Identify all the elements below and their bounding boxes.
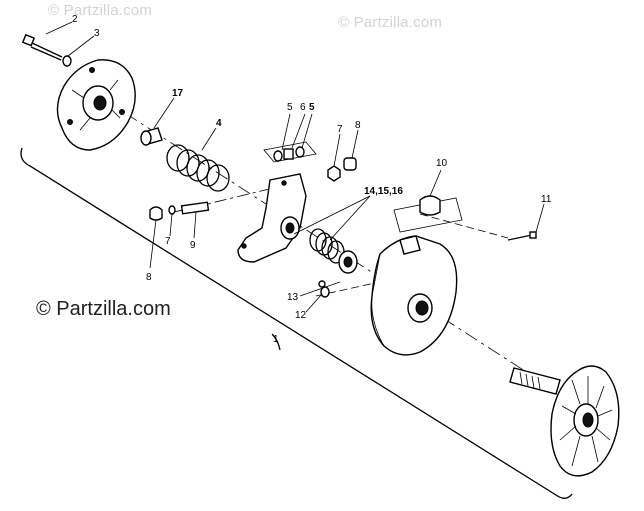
callout-labels: 2 3 17 4 5 6 5 7 8 10 11 14,15,16 7 9 8 … <box>72 14 552 345</box>
callout-5b: 5 <box>309 102 315 113</box>
movable-sheave-part <box>370 235 458 356</box>
callout-17: 17 <box>172 88 184 99</box>
callout-9: 9 <box>190 240 196 251</box>
callout-4: 4 <box>216 118 222 129</box>
shaft-spring-part <box>309 228 358 274</box>
cap-part <box>343 157 357 171</box>
watermark-top-left: © Partzilla.com <box>48 2 153 19</box>
washer-part <box>62 55 72 67</box>
bushing-part <box>140 127 163 146</box>
callout-6: 6 <box>300 102 306 113</box>
leader-lines <box>45 21 545 313</box>
pin-part <box>507 231 537 241</box>
cover-plate-part <box>56 59 136 151</box>
callout-8-upper: 8 <box>355 120 361 131</box>
callout-11: 11 <box>541 194 552 205</box>
callout-7-lower: 7 <box>165 236 171 247</box>
callout-1: 1 <box>273 334 279 345</box>
callout-5a: 5 <box>287 102 293 113</box>
callout-10: 10 <box>436 158 448 169</box>
roller-bracket-part <box>393 195 463 233</box>
callout-13: 13 <box>287 292 299 303</box>
callout-7-upper: 7 <box>337 124 343 135</box>
axis-centerline <box>124 112 529 374</box>
roller-parts <box>263 141 317 163</box>
callout-14-15-16: 14,15,16 <box>364 186 403 197</box>
watermark-top-right: © Partzilla.com <box>338 14 443 31</box>
spring-part <box>166 144 230 192</box>
weight-arm-part <box>237 173 307 263</box>
watermark-main: © Partzilla.com <box>36 298 171 320</box>
pin-set-lower <box>149 201 210 221</box>
callout-12: 12 <box>295 310 307 321</box>
fixed-sheave-part <box>509 365 620 477</box>
callout-8-lower: 8 <box>146 272 152 283</box>
nut-part <box>327 165 341 182</box>
callout-2: 2 <box>72 14 78 25</box>
bolt-part <box>21 33 63 61</box>
assembly-bracket <box>20 147 573 499</box>
callout-3: 3 <box>94 28 100 39</box>
